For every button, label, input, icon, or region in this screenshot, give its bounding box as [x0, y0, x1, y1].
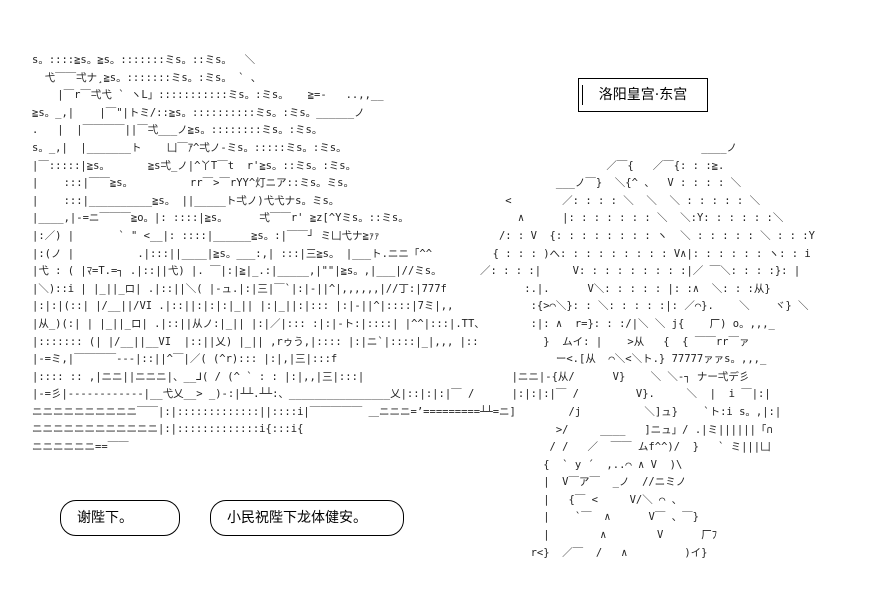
location-text: 洛阳皇宫·东宫: [598, 87, 688, 103]
speech-bubble: 谢陛下。: [60, 500, 180, 536]
speech-bubble: 小民祝陛下龙体健安。: [210, 500, 404, 536]
speech-text: 小民祝陛下龙体健安。: [227, 510, 367, 526]
ascii-art-palace: s。::::≧s。≧s。:::::::ミs。::ミs。 ＼ 弋￣￣弌ナ¸≧s。:…: [32, 54, 516, 454]
speech-text: 谢陛下。: [77, 510, 133, 526]
location-caption: 洛阳皇宫·东宫: [578, 78, 708, 112]
ascii-art-figure: ____ノ ／￣{ ／￣{: : :≧. ___ノ￣} ＼{^ 、 V : : …: [480, 142, 815, 559]
